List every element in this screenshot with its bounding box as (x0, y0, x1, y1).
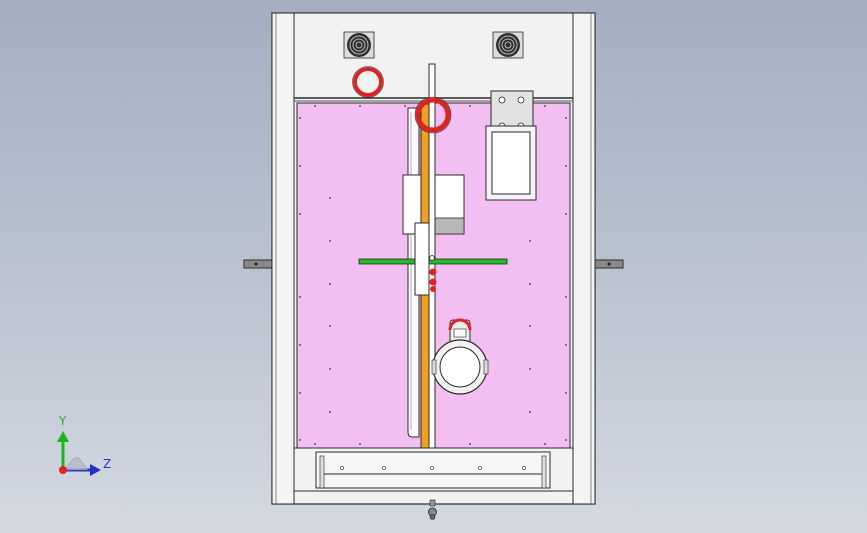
origin-icon (59, 466, 67, 474)
left-rail (271, 12, 295, 505)
coordinate-triad[interactable] (57, 431, 101, 476)
motor-icon (431, 318, 489, 395)
vent-box (485, 125, 537, 201)
red-clip-icon (429, 268, 437, 292)
fan-icon (343, 31, 375, 59)
knob-icon (428, 499, 437, 520)
red-ring-icon (353, 67, 383, 97)
red-ring-icon (415, 97, 451, 133)
left-mount-bracket (243, 259, 273, 269)
fan-icon (492, 31, 524, 59)
axis-z-label: Z (103, 457, 112, 471)
axis-y-label: Y (59, 414, 67, 428)
slot-bracket (414, 222, 430, 296)
right-rail (572, 12, 596, 505)
